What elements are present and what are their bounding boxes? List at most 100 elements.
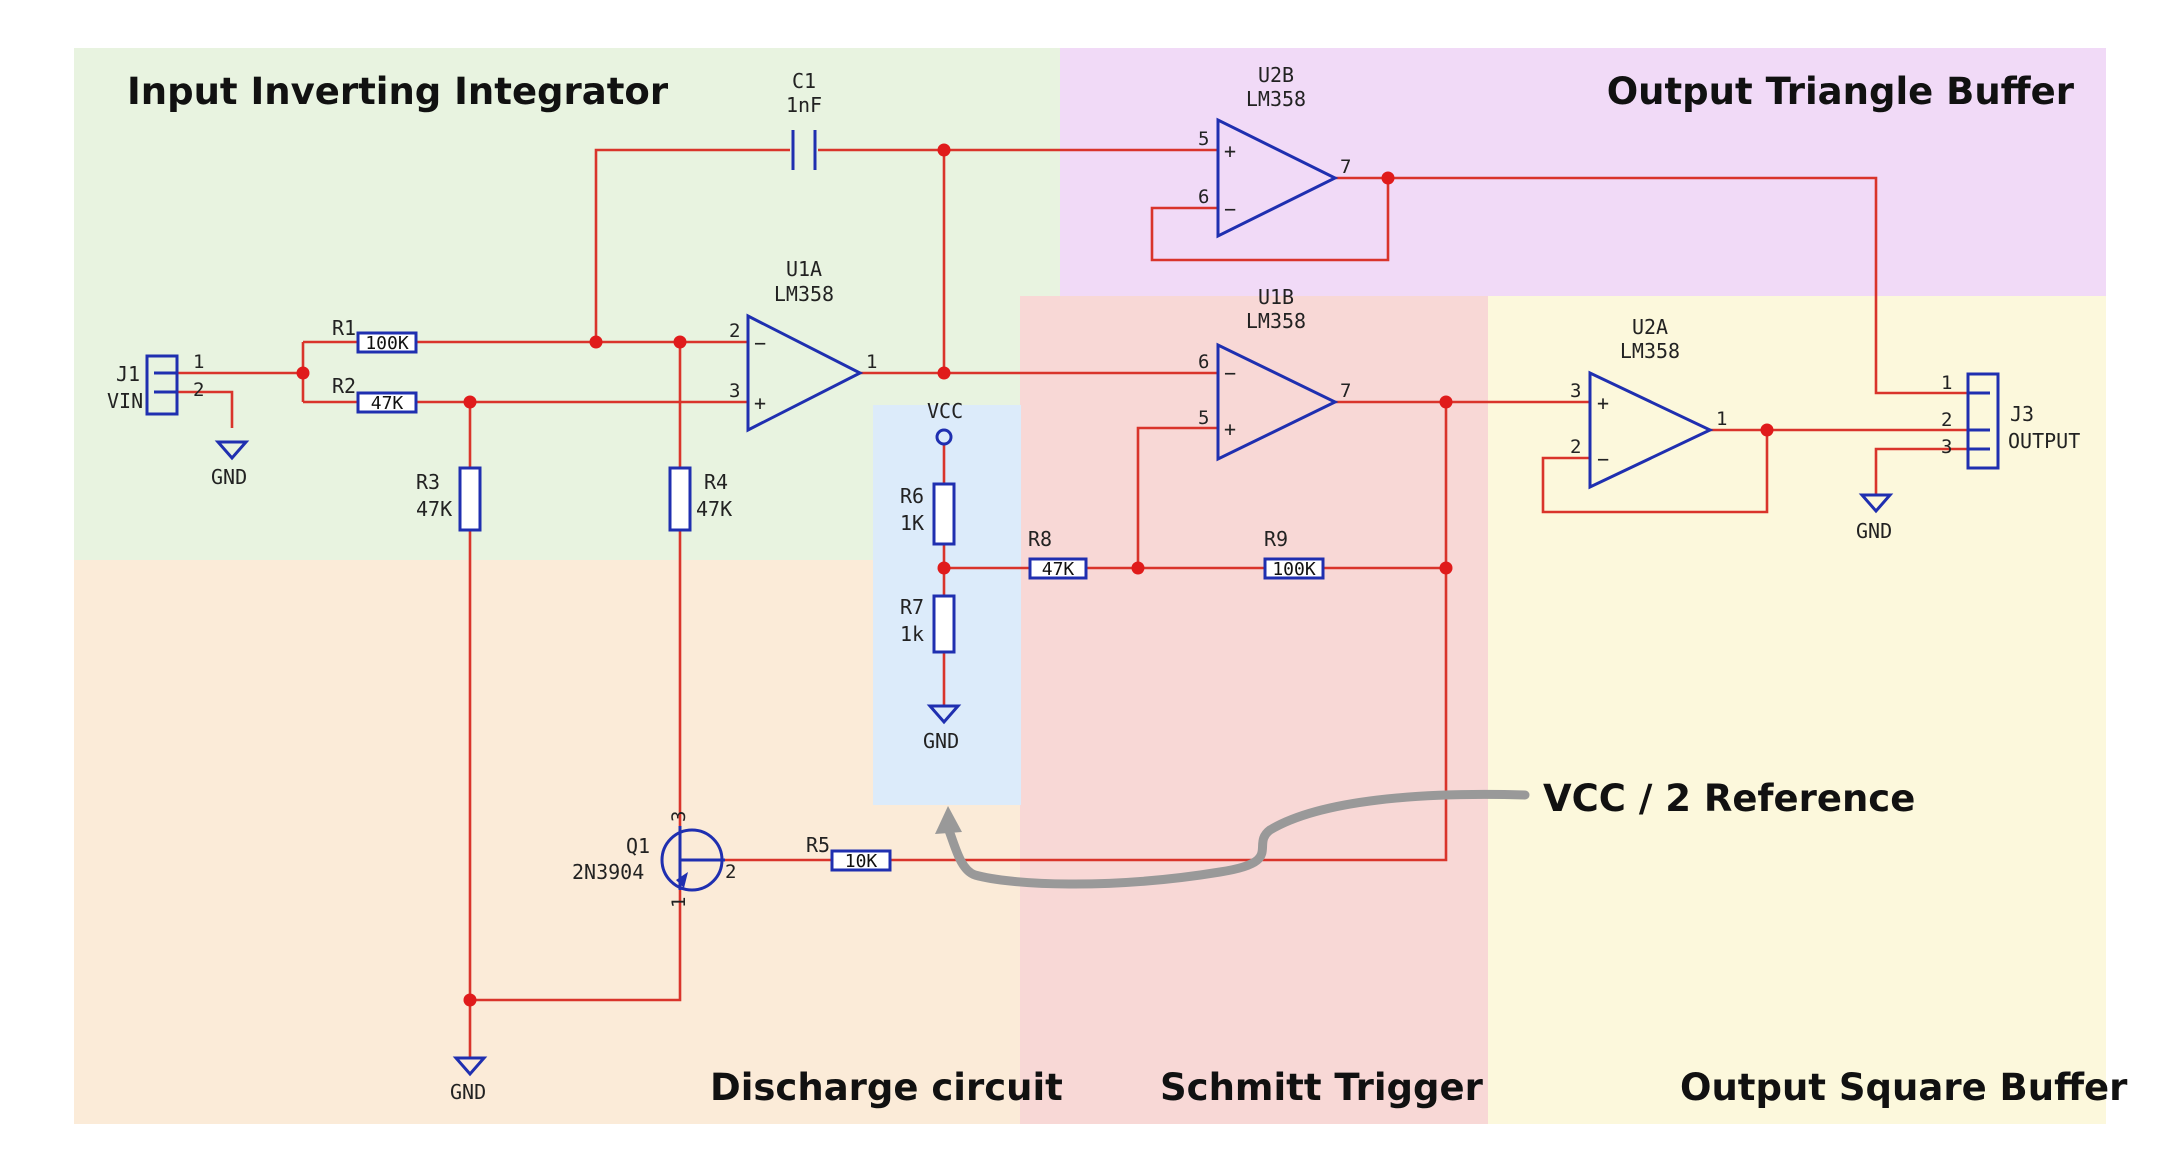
u2b-plus: + xyxy=(1224,139,1236,163)
resistor-r6: R6 1K xyxy=(900,482,956,546)
u2a-pin-2: 2 xyxy=(1570,436,1581,458)
r1-ref: R1 xyxy=(332,316,356,340)
c1-value: 1nF xyxy=(786,93,822,117)
u1a-minus: − xyxy=(754,331,766,355)
r5-ref: R5 xyxy=(806,833,830,857)
r5-value: 10K xyxy=(845,851,878,872)
u1b-minus: − xyxy=(1224,361,1236,385)
opamp-u2b: U2B LM358 + − 5 6 7 xyxy=(1198,63,1351,239)
region-title-triangle-buffer: Output Triangle Buffer xyxy=(1607,70,2075,113)
gnd-symbol-j3: GND xyxy=(1856,493,1894,543)
u1a-pin-2: 2 xyxy=(729,320,740,342)
u2a-plus: + xyxy=(1597,391,1609,415)
r3-value: 47K xyxy=(416,497,452,521)
u1a-pin-3: 3 xyxy=(729,380,740,402)
region-schmitt-bg xyxy=(1020,296,1490,1124)
r6-value: 1K xyxy=(900,511,924,535)
q1-ref: Q1 xyxy=(626,834,650,858)
u1a-plus: + xyxy=(754,391,766,415)
annotation-label: VCC / 2 Reference xyxy=(1543,777,1915,820)
r2-value: 47K xyxy=(371,393,404,414)
u2b-pin-5: 5 xyxy=(1198,128,1209,150)
q1-pin-3: 3 xyxy=(668,811,690,822)
j1-value: VIN xyxy=(107,389,143,413)
gnd-label-j3: GND xyxy=(1856,519,1892,543)
j3-pin-3: 3 xyxy=(1941,436,1952,458)
vcc-label: VCC xyxy=(927,399,963,423)
u2b-pin-6: 6 xyxy=(1198,186,1209,208)
opamp-u1b: U1B LM358 − + 6 5 7 xyxy=(1198,285,1351,462)
j3-ref: J3 xyxy=(2010,402,2034,426)
gnd-symbol-j1: GND xyxy=(211,440,250,489)
r2-ref: R2 xyxy=(332,374,356,398)
u2a-ref: U2A xyxy=(1632,315,1668,339)
u2b-minus: − xyxy=(1224,197,1236,221)
u1b-pin-5: 5 xyxy=(1198,407,1209,429)
u1b-pin-7: 7 xyxy=(1340,380,1351,402)
u1a-value: LM358 xyxy=(774,282,834,306)
resistor-r4: R4 47K xyxy=(668,466,732,532)
gnd-label-discharge: GND xyxy=(450,1080,486,1104)
u1b-pin-6: 6 xyxy=(1198,351,1209,373)
r4-ref: R4 xyxy=(704,470,728,494)
r8-value: 47K xyxy=(1042,559,1075,580)
gnd-symbol-reference: GND xyxy=(923,704,962,753)
resistor-r3: R3 47K xyxy=(416,466,482,532)
r1-value: 100K xyxy=(365,333,409,354)
opamp-u2a: U2A LM358 + − 3 2 1 xyxy=(1570,315,1727,490)
resistor-r7: R7 1k xyxy=(900,594,956,654)
q1-pin-1: 1 xyxy=(668,897,690,908)
j3-pin-2: 2 xyxy=(1941,409,1952,431)
resistor-r1: 100K R1 xyxy=(332,316,418,354)
u2a-minus: − xyxy=(1597,447,1609,471)
connector-j3: J3 OUTPUT 1 2 3 xyxy=(1941,372,2080,470)
region-triangle-buffer-bg xyxy=(1060,48,2106,296)
r3-ref: R3 xyxy=(416,470,440,494)
j1-pin-1: 1 xyxy=(193,351,204,373)
q1-pin-2: 2 xyxy=(725,861,736,883)
junctions xyxy=(296,143,1774,1007)
resistor-r2: 47K R2 xyxy=(332,374,418,414)
r6-ref: R6 xyxy=(900,484,924,508)
transistor-q1: Q1 2N3904 3 2 1 xyxy=(572,811,736,908)
capacitor-c1: C1 1nF xyxy=(786,69,822,170)
j1-pin-2: 2 xyxy=(193,379,204,401)
opamp-u1a: U1A LM358 − + 2 3 1 xyxy=(729,257,877,433)
r4-value: 47K xyxy=(696,497,732,521)
region-title-input-integrator: Input Inverting Integrator xyxy=(127,70,669,113)
j3-pin-1: 1 xyxy=(1941,372,1952,394)
connector-j1: J1 VIN 1 2 xyxy=(107,351,204,416)
j1-ref: J1 xyxy=(116,362,140,386)
u1a-pin-1: 1 xyxy=(866,351,877,373)
gnd-label-reference: GND xyxy=(923,729,959,753)
vcc-symbol: VCC xyxy=(927,399,963,446)
u2b-pin-7: 7 xyxy=(1340,156,1351,178)
r8-ref: R8 xyxy=(1028,527,1052,551)
wires xyxy=(167,148,1968,1058)
resistor-r9: 100K R9 xyxy=(1263,527,1325,580)
u2a-value: LM358 xyxy=(1620,339,1680,363)
r7-value: 1k xyxy=(900,622,924,646)
r9-value: 100K xyxy=(1272,559,1316,580)
u2b-ref: U2B xyxy=(1258,63,1294,87)
u2a-pin-1: 1 xyxy=(1716,408,1727,430)
annotation-arrow xyxy=(935,789,1530,889)
u2b-value: LM358 xyxy=(1246,87,1306,111)
u2a-pin-3: 3 xyxy=(1570,380,1581,402)
region-title-schmitt: Schmitt Trigger xyxy=(1160,1066,1484,1109)
q1-value: 2N3904 xyxy=(572,860,644,884)
r7-ref: R7 xyxy=(900,595,924,619)
u1a-ref: U1A xyxy=(786,257,822,281)
u1b-plus: + xyxy=(1224,417,1236,441)
u1b-ref: U1B xyxy=(1258,285,1294,309)
c1-ref: C1 xyxy=(792,69,816,93)
region-title-square-buffer: Output Square Buffer xyxy=(1680,1066,2128,1109)
r9-ref: R9 xyxy=(1264,527,1288,551)
gnd-symbol-discharge: GND xyxy=(450,1056,488,1104)
j3-value: OUTPUT xyxy=(2008,429,2080,453)
resistor-r5: 10K R5 xyxy=(806,833,892,872)
gnd-label-j1: GND xyxy=(211,465,247,489)
u1b-value: LM358 xyxy=(1246,309,1306,333)
region-title-discharge: Discharge circuit xyxy=(710,1066,1063,1109)
